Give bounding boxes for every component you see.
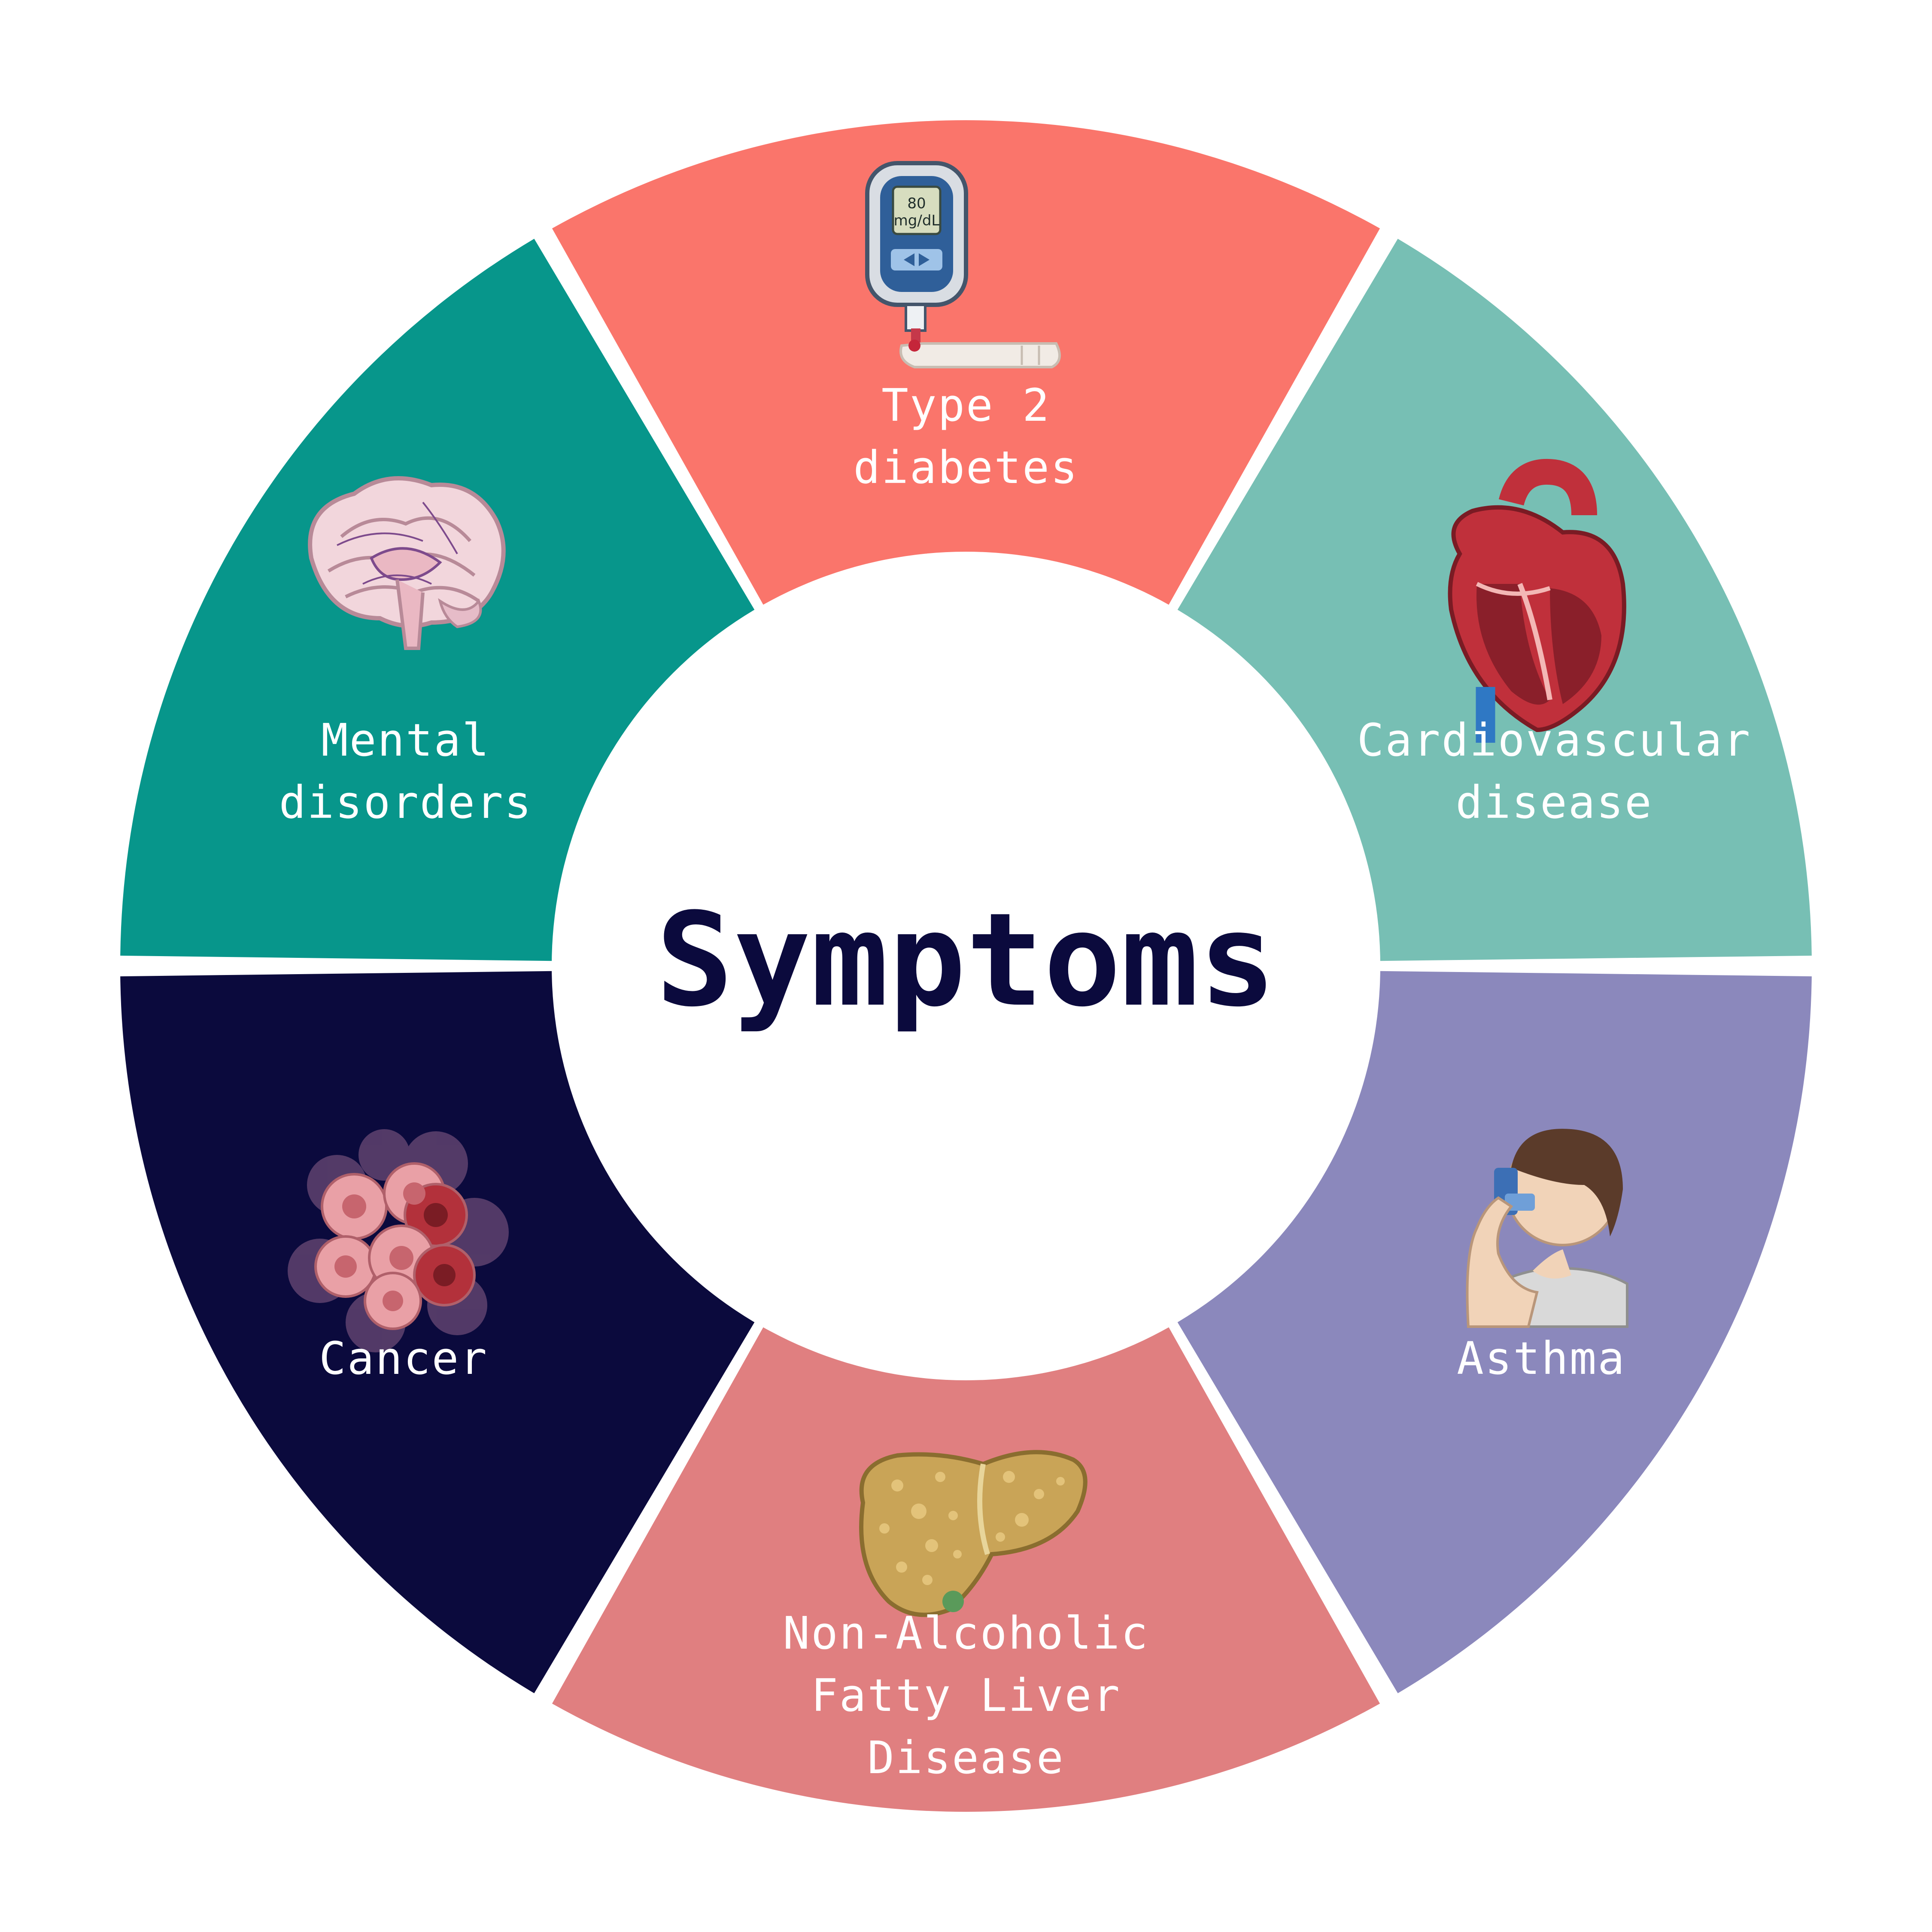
- segment-label-nafld: Non-Alcoholic: [783, 1607, 1149, 1659]
- meter-unit: mg/dL: [894, 212, 940, 229]
- segment-label-mental: disorders: [279, 776, 533, 829]
- brain-icon: [308, 476, 506, 650]
- segment-label-asthma: Asthma: [1457, 1332, 1626, 1385]
- cancer-cells-icon: [288, 1129, 509, 1352]
- segment-label-cancer: Cancer: [319, 1332, 488, 1385]
- glucose-meter-icon: 80 mg/dL: [865, 161, 1061, 368]
- center-title: Symptoms: [656, 885, 1276, 1035]
- segment-label-type2: diabetes: [854, 441, 1079, 494]
- heart-icon: [1448, 459, 1626, 743]
- segment-label-nafld: Fatty Liver: [811, 1669, 1121, 1722]
- segment-label-nafld: Disease: [867, 1732, 1064, 1784]
- segment-label-cardio: Cardiovascular: [1357, 714, 1752, 766]
- inhaler-person-icon: [1466, 1129, 1628, 1328]
- segment-label-cardio: disease: [1455, 776, 1653, 829]
- meter-reading: 80: [907, 195, 926, 212]
- segment-label-mental: Mental: [321, 714, 490, 766]
- center-circle: [552, 552, 1380, 1380]
- liver-icon: [859, 1450, 1088, 1617]
- segment-label-type2: Type 2: [881, 379, 1051, 431]
